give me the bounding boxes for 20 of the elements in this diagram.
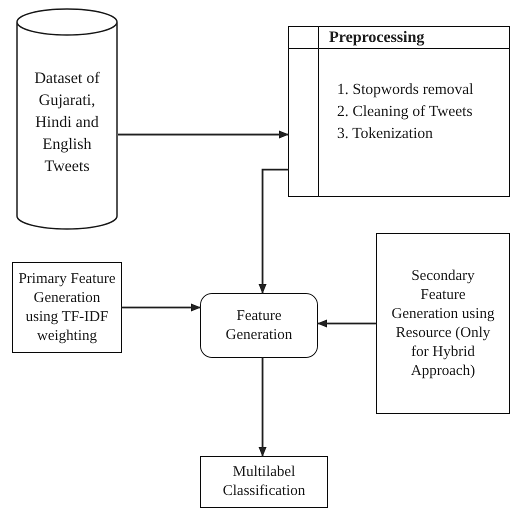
panel-heading: Preprocessing — [329, 28, 424, 48]
arrow — [122, 304, 201, 312]
arrow — [258, 358, 267, 457]
node-label: Feature Generation — [224, 306, 294, 344]
process-box — [12, 262, 122, 353]
list-item: 1. Stopwords removal — [337, 80, 474, 100]
database-cylinder — [16, 8, 118, 230]
list-item: 3. Tokenization — [337, 124, 434, 144]
list-item: 2. Cleaning of Tweets — [337, 102, 474, 122]
node-label: Secondary Feature Generation using Resource (Only for Hybrid Approach) — [390, 266, 496, 380]
arrow — [317, 320, 376, 328]
node-label: Multilabel Classification — [222, 463, 306, 501]
arrow — [258, 168, 288, 294]
process-box — [200, 456, 328, 508]
node-label: Dataset of Gujarati, Hindi and English Tweets — [34, 70, 100, 175]
arrow — [118, 130, 289, 139]
node-label: Primary Feature Generation using TF-IDF weighting — [17, 270, 117, 346]
process-box — [200, 293, 318, 358]
process-box — [376, 233, 510, 414]
process-panel — [288, 26, 510, 197]
